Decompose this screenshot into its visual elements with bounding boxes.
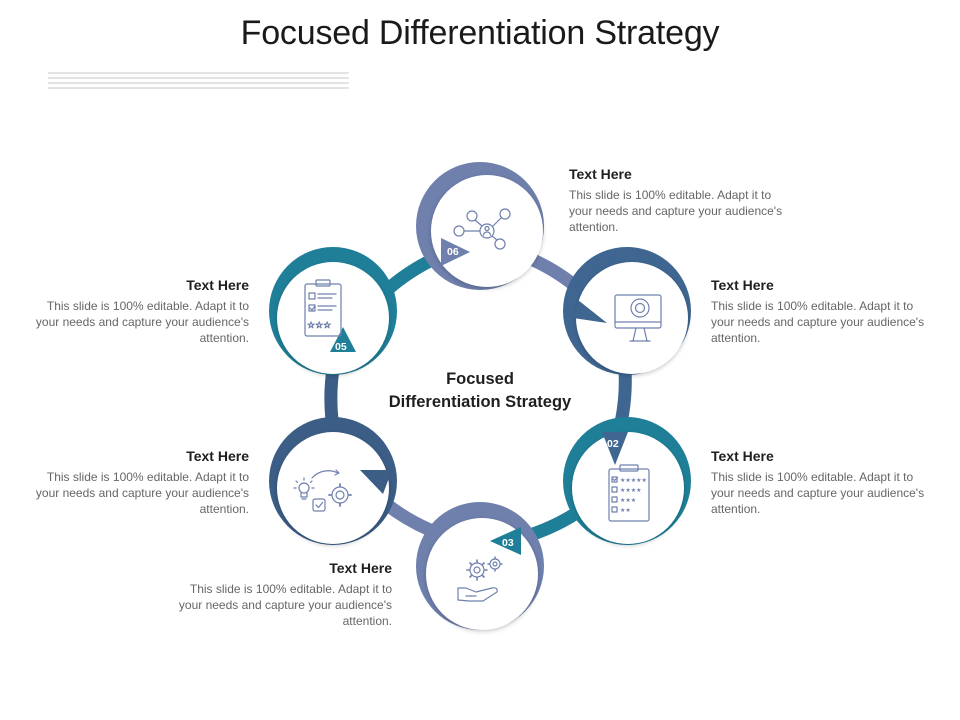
text-block-title: Text Here xyxy=(329,560,392,576)
svg-text:★★★★★: ★★★★★ xyxy=(620,477,647,484)
circle-02-inner xyxy=(572,432,684,544)
text-block-03: Text Here This slide is 100% editable. A… xyxy=(177,560,392,629)
center-label-line1: Focused xyxy=(446,370,514,388)
text-block-04: Text Here This slide is 100% editable. A… xyxy=(34,448,249,517)
text-block-05: Text Here This slide is 100% editable. A… xyxy=(34,277,249,346)
center-label-line2: Differentiation Strategy xyxy=(388,393,572,411)
text-block-body: This slide is 100% editable. Adapt it to… xyxy=(178,582,392,628)
text-block-title: Text Here xyxy=(711,277,774,293)
svg-text:☆☆☆: ☆☆☆ xyxy=(307,321,331,331)
svg-text:★★: ★★ xyxy=(620,507,631,514)
circle-01-inner xyxy=(576,262,688,374)
text-block-body: This slide is 100% editable. Adapt it to… xyxy=(569,188,783,234)
circle-05-inner xyxy=(277,262,389,374)
circle-04-inner xyxy=(277,432,389,544)
text-block-06: Text Here This slide is 100% editable. A… xyxy=(569,166,784,235)
arrow-02 xyxy=(602,432,628,465)
svg-text:★★★: ★★★ xyxy=(620,497,636,504)
arrow-05 xyxy=(330,327,356,352)
hand-gears-icon xyxy=(457,556,503,602)
text-block-body: This slide is 100% editable. Adapt it to… xyxy=(35,299,249,345)
text-block-title: Text Here xyxy=(186,448,249,464)
step-number: 05 xyxy=(335,341,347,353)
arrow-03 xyxy=(490,527,521,555)
step-number: 04 xyxy=(360,481,372,493)
text-block-title: Text Here xyxy=(569,166,632,182)
monitor-icon xyxy=(614,294,662,342)
step-number: 03 xyxy=(502,537,514,549)
step-number: 02 xyxy=(607,438,619,450)
network-people-icon xyxy=(453,208,511,250)
text-block-body: This slide is 100% editable. Adapt it to… xyxy=(35,470,249,516)
arrow-04 xyxy=(360,470,392,494)
rating-checklist-icon: ★★★★★ ★★★★ ★★★ ★★ xyxy=(608,464,650,522)
text-block-01: Text Here This slide is 100% editable. A… xyxy=(711,277,926,346)
decorative-lines xyxy=(48,72,349,89)
text-block-02: Text Here This slide is 100% editable. A… xyxy=(711,448,926,517)
text-block-body: This slide is 100% editable. Adapt it to… xyxy=(711,470,925,516)
idea-gear-cycle-icon xyxy=(293,469,352,512)
svg-text:★★★★: ★★★★ xyxy=(620,487,642,494)
survey-clipboard-icon: ☆☆☆ xyxy=(304,279,342,337)
text-block-body: This slide is 100% editable. Adapt it to… xyxy=(711,299,925,345)
slide-title: Focused Differentiation Strategy xyxy=(240,14,720,52)
text-block-title: Text Here xyxy=(711,448,774,464)
arrow-01 xyxy=(573,300,607,323)
arrow-06 xyxy=(441,238,470,266)
step-number: 06 xyxy=(447,246,459,258)
step-number: 01 xyxy=(585,298,597,310)
text-block-title: Text Here xyxy=(186,277,249,293)
center-label: Focused Differentiation Strategy xyxy=(360,368,600,414)
